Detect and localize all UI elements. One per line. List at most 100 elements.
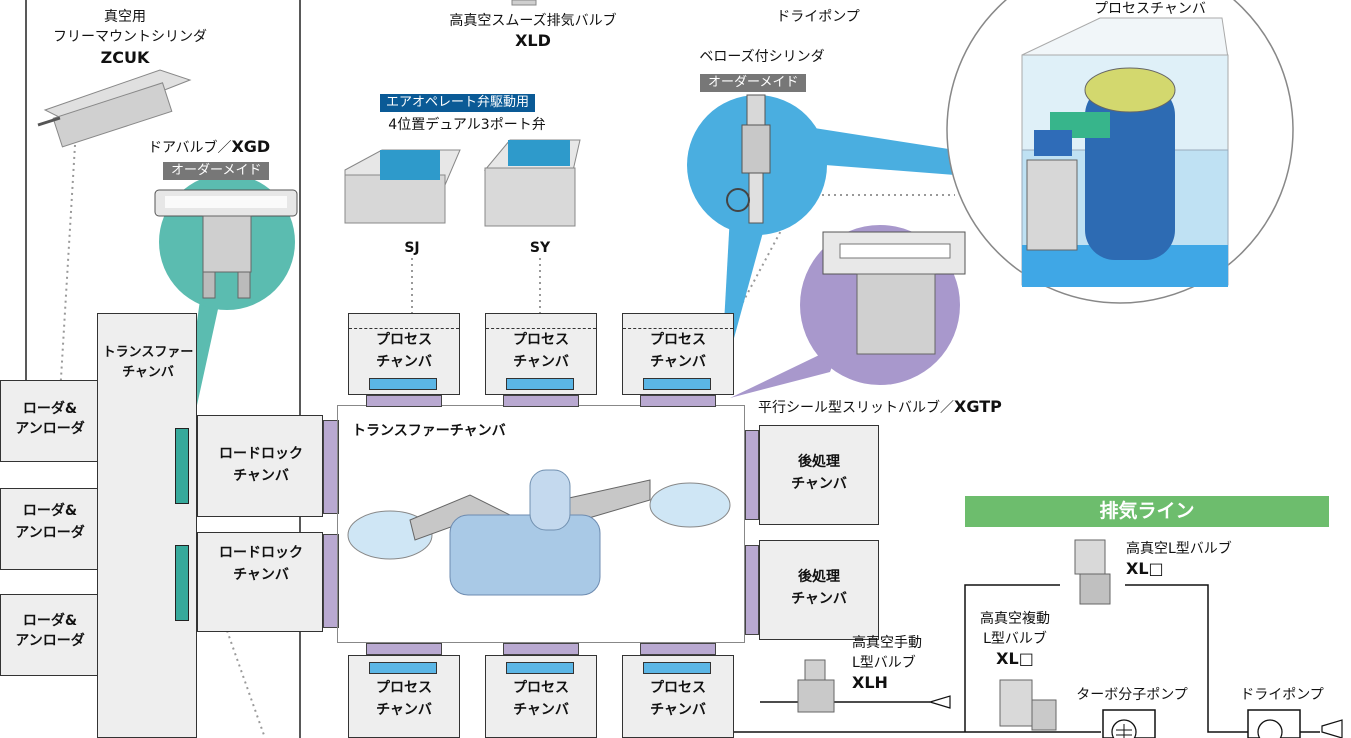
double-l-valve-model: XL□	[996, 649, 1034, 668]
process-bottom-3: プロセス チャンバ	[622, 655, 734, 738]
loadlock-2-line1: ロードロック	[219, 545, 303, 561]
main-robot-image	[347, 469, 731, 596]
left-transfer-chamber: トランスファー チャンバ	[97, 313, 197, 738]
loadlock-2: ロードロック チャンバ	[197, 532, 323, 632]
process-top-1-line2: チャンバ	[376, 354, 432, 370]
slit-valve-model: XGTP	[954, 397, 1002, 416]
wafer	[506, 662, 574, 674]
process-top-3-line1: プロセス	[650, 332, 706, 348]
manual-valve-line2: L型バルブ	[852, 655, 916, 671]
loader-3-line2: アンローダ	[15, 633, 85, 649]
manual-valve-image	[797, 659, 835, 713]
double-l-valve-line1: 高真空複動	[980, 611, 1050, 627]
double-l-valve-line2: L型バルブ	[983, 631, 1047, 647]
door-valve-title: ドアバルブ／XGD	[148, 138, 308, 157]
post-process-2-port	[745, 545, 759, 635]
bellows-title: ベローズ付シリンダ	[699, 49, 825, 65]
dry-pump-icon	[1247, 709, 1301, 738]
slit-valve-title: 平行シール型スリットバルブ／XGTP	[758, 398, 1002, 417]
process-top-3-line2: チャンバ	[650, 354, 706, 370]
zcuk-line1: 真空用	[104, 9, 146, 25]
xld-model: XLD	[515, 31, 551, 50]
process-bottom-1-line1: プロセス	[376, 680, 432, 696]
door-valve-model: XGD	[231, 137, 271, 156]
wafer	[369, 378, 437, 390]
wafer	[643, 662, 711, 674]
process-top-2: プロセス チャンバ	[485, 313, 597, 395]
process-bottom-2-port	[503, 643, 579, 655]
xld-title: 高真空スムーズ排気バルブ	[449, 13, 617, 29]
loader-3: ローダ& アンローダ	[0, 594, 98, 676]
air-operate-title: 4位置デュアル3ポート弁	[388, 117, 546, 133]
slit-valve-label: 平行シール型スリットバルブ／	[758, 400, 954, 416]
process-top-3-port	[640, 395, 716, 407]
loadlock-2-line2: チャンバ	[233, 567, 289, 583]
loadlock-1-port	[323, 420, 339, 514]
dash-line	[623, 328, 733, 329]
left-slot-bottom	[175, 545, 189, 621]
manual-valve-model: XLH	[852, 673, 888, 692]
zcuk-cylinder-image	[37, 69, 192, 148]
process-bottom-1-line2: チャンバ	[376, 702, 432, 718]
top-dry-pump-label: ドライポンプ	[776, 9, 860, 25]
process-bottom-3-line2: チャンバ	[650, 702, 706, 718]
process-top-2-line1: プロセス	[513, 332, 569, 348]
bellows-tag: オーダーメイド	[700, 74, 807, 92]
process-bottom-2: プロセス チャンバ	[485, 655, 597, 738]
sy-label: SY	[529, 240, 551, 256]
left-slot-top	[175, 428, 189, 504]
process-chamber-detail	[946, 0, 1294, 304]
process-chamber-detail-title: プロセスチャンバ	[1094, 1, 1206, 17]
post-process-2-line2: チャンバ	[791, 591, 847, 607]
wafer	[506, 378, 574, 390]
process-bottom-3-line1: プロセス	[650, 680, 706, 696]
loader-2-line1: ローダ&	[22, 503, 78, 519]
turbo-pump-icon	[1102, 709, 1156, 738]
exhaust-banner: 排気ライン	[965, 496, 1329, 527]
post-process-2: 後処理 チャンバ	[759, 540, 879, 640]
process-top-1-port	[366, 395, 442, 407]
loader-1: ローダ& アンローダ	[0, 380, 98, 462]
process-top-1: プロセス チャンバ	[348, 313, 460, 395]
manual-valve-line1: 高真空手動	[852, 635, 922, 651]
door-valve-label: ドアバルブ／	[148, 140, 232, 156]
zcuk-line2: フリーマウントシリンダ	[53, 29, 207, 45]
loadlock-1: ロードロック チャンバ	[197, 415, 323, 517]
wafer	[643, 378, 711, 390]
dry-pump-label: ドライポンプ	[1240, 687, 1324, 703]
l-valve-model: XL□	[1126, 559, 1164, 578]
door-valve-tag: オーダーメイド	[163, 162, 270, 180]
loader-2-line2: アンローダ	[15, 525, 85, 541]
process-bottom-3-port	[640, 643, 716, 655]
post-process-1-line1: 後処理	[798, 454, 840, 470]
l-valve-title: 高真空L型バルブ	[1126, 541, 1232, 557]
loader-2: ローダ& アンローダ	[0, 488, 98, 570]
post-process-2-line1: 後処理	[798, 569, 840, 585]
process-top-1-line1: プロセス	[376, 332, 432, 348]
post-process-1: 後処理 チャンバ	[759, 425, 879, 525]
zcuk-model: ZCUK	[100, 48, 150, 67]
post-process-1-line2: チャンバ	[791, 476, 847, 492]
process-bottom-2-line2: チャンバ	[513, 702, 569, 718]
process-top-3: プロセス チャンバ	[622, 313, 734, 395]
sj-valve-image	[344, 149, 461, 224]
slit-valve-callout	[730, 225, 966, 398]
loadlock-1-line1: ロードロック	[219, 446, 303, 462]
l-valve-image	[1074, 539, 1111, 605]
dash-line	[349, 328, 459, 329]
loader-1-line2: アンローダ	[15, 421, 85, 437]
left-transfer-line1: トランスファー	[102, 345, 194, 360]
post-process-1-port	[745, 430, 759, 520]
loadlock-1-line2: チャンバ	[233, 468, 289, 484]
loader-3-line1: ローダ&	[22, 613, 78, 629]
dash-line	[486, 328, 596, 329]
process-bottom-1-port	[366, 643, 442, 655]
wafer	[369, 662, 437, 674]
sj-label: SJ	[404, 240, 420, 256]
xld-valve-image	[511, 0, 537, 6]
door-valve-callout	[154, 174, 298, 428]
double-l-valve-image	[999, 679, 1057, 731]
main-transfer-label: トランスファーチャンバ	[352, 423, 506, 439]
air-operate-tag: エアオペレート弁駆動用	[380, 94, 536, 112]
